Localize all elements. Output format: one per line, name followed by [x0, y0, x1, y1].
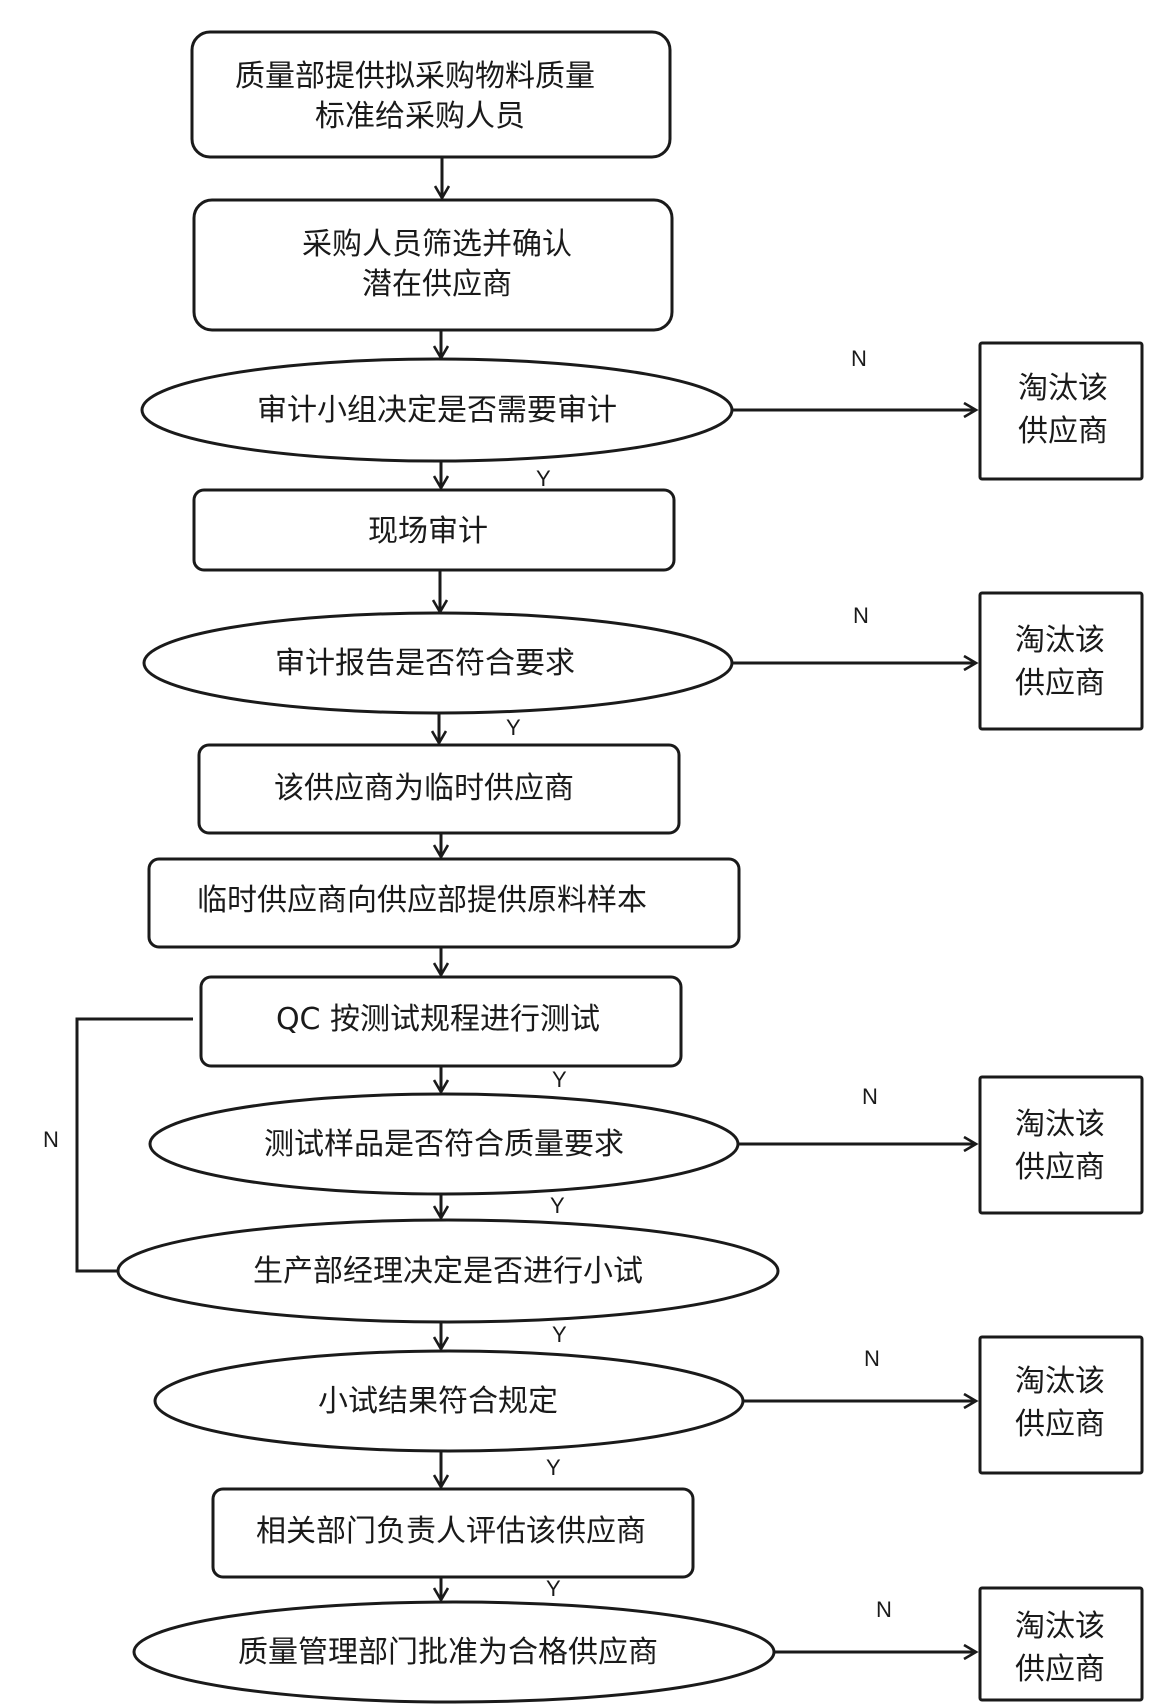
step-provide-standards: 质量部提供拟采购物料质量 标准给采购人员	[190, 30, 672, 159]
step-dept-evaluation: 相关部门负责人评估该供应商	[211, 1487, 695, 1579]
step-temp-supplier: 该供应商为临时供应商	[197, 743, 681, 835]
reject-box-1-line1: 淘汰该	[1018, 371, 1108, 406]
reject-box-2-line1: 淘汰该	[1015, 623, 1105, 658]
reject-box-5: 淘汰该 供应商	[978, 1586, 1144, 1702]
reject-box-5-line1: 淘汰该	[1015, 1609, 1105, 1644]
label-y-5: Y	[552, 1322, 567, 1347]
decision-sample-quality-label: 测试样品是否符合质量要求	[264, 1127, 624, 1162]
step-dept-evaluation-label: 相关部门负责人评估该供应商	[256, 1514, 646, 1549]
reject-box-5-line2: 供应商	[1015, 1652, 1105, 1687]
step-screen-suppliers-line2: 潜在供应商	[362, 267, 512, 302]
step-site-audit: 现场审计	[192, 488, 676, 572]
decision-need-audit: 审计小组决定是否需要审计	[140, 357, 734, 463]
step-provide-samples: 临时供应商向供应部提供原料样本	[147, 857, 741, 949]
reject-box-2-line2: 供应商	[1015, 666, 1105, 701]
decision-pilot-trial-label: 生产部经理决定是否进行小试	[253, 1254, 643, 1289]
reject-box-1: 淘汰该 供应商	[978, 341, 1144, 481]
step-site-audit-label: 现场审计	[368, 514, 488, 549]
reject-box-4-line1: 淘汰该	[1015, 1364, 1105, 1399]
label-y-4: Y	[550, 1193, 565, 1218]
label-y-6: Y	[546, 1455, 561, 1480]
step-screen-suppliers: 采购人员筛选并确认 潜在供应商	[192, 198, 674, 332]
decision-final-approval: 质量管理部门批准为合格供应商	[132, 1600, 776, 1704]
step-provide-standards-line1: 质量部提供拟采购物料质量	[235, 59, 595, 94]
decision-need-audit-label: 审计小组决定是否需要审计	[257, 393, 617, 428]
step-screen-suppliers-line1: 采购人员筛选并确认	[302, 227, 572, 262]
label-y-2: Y	[506, 715, 521, 740]
label-n-5: N	[876, 1597, 892, 1622]
decision-sample-quality: 测试样品是否符合质量要求	[148, 1092, 740, 1196]
step-provide-samples-label: 临时供应商向供应部提供原料样本	[197, 883, 647, 918]
step-qc-test: QC 按测试规程进行测试	[199, 975, 683, 1068]
label-n-3: N	[862, 1084, 878, 1109]
reject-box-4: 淘汰该 供应商	[978, 1335, 1144, 1475]
label-n-1: N	[851, 346, 867, 371]
reject-box-3-line2: 供应商	[1015, 1150, 1105, 1185]
decision-pilot-trial: 生产部经理决定是否进行小试	[116, 1218, 780, 1324]
decision-pilot-result-label: 小试结果符合规定	[318, 1384, 558, 1419]
reject-box-3-line1: 淘汰该	[1015, 1107, 1105, 1142]
step-temp-supplier-label: 该供应商为临时供应商	[274, 771, 574, 806]
label-y-7: Y	[546, 1576, 561, 1601]
step-provide-standards-line2: 标准给采购人员	[315, 99, 525, 134]
label-y-3: Y	[552, 1067, 567, 1092]
reject-box-3: 淘汰该 供应商	[978, 1075, 1144, 1215]
label-n-loop: N	[43, 1127, 59, 1152]
reject-box-1-line2: 供应商	[1018, 414, 1108, 449]
reject-box-4-line2: 供应商	[1015, 1407, 1105, 1442]
reject-box-2: 淘汰该 供应商	[978, 591, 1144, 731]
decision-pilot-result: 小试结果符合规定	[153, 1349, 745, 1453]
edge-loop-d4-s6	[75, 1017, 193, 1273]
label-y-1: Y	[536, 466, 551, 491]
label-n-2: N	[853, 603, 869, 628]
label-n-4: N	[864, 1346, 880, 1371]
decision-audit-report-label: 审计报告是否符合要求	[275, 646, 575, 681]
decision-audit-report: 审计报告是否符合要求	[142, 611, 734, 715]
decision-final-approval-label: 质量管理部门批准为合格供应商	[238, 1635, 658, 1670]
step-qc-test-label: QC 按测试规程进行测试	[276, 1002, 600, 1037]
